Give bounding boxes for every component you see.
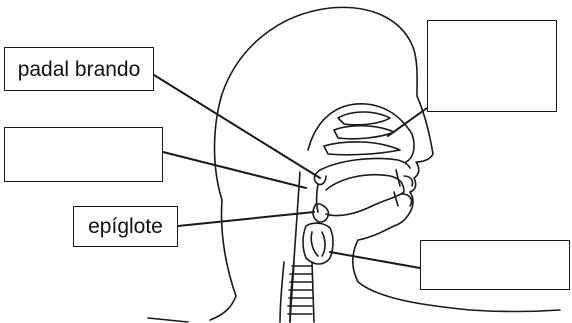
epiglottis — [313, 204, 329, 222]
neck-outline — [210, 296, 236, 320]
label-box-soft-palate: padal brando — [4, 47, 154, 91]
lower-lip — [402, 194, 412, 206]
leader-line-bottom-right — [330, 252, 420, 268]
larynx — [303, 223, 333, 264]
label-box-epiglottis: epíglote — [73, 206, 178, 247]
leader-line-left-middle — [163, 152, 306, 188]
leader-line-epiglottis — [178, 212, 314, 226]
tongue — [326, 175, 404, 216]
larynx-inner — [311, 232, 325, 256]
nasal-concha-lower — [324, 142, 400, 155]
teeth — [394, 170, 400, 206]
nasal-concha-upper — [338, 112, 390, 125]
upper-lip — [404, 176, 413, 186]
leader-line-soft-palate — [154, 75, 320, 178]
label-soft-palate: padal brando — [18, 59, 141, 80]
leader-line-top-right — [388, 108, 427, 136]
pharynx-front-wall — [317, 184, 319, 212]
nasal-concha-middle — [334, 126, 394, 139]
trachea-walls — [290, 262, 314, 322]
esophagus — [280, 262, 284, 322]
collar-line — [148, 318, 188, 322]
label-box-left-middle — [4, 127, 163, 182]
label-epiglottis: epíglote — [88, 216, 163, 237]
hard-palate — [320, 158, 410, 170]
label-box-top-right — [427, 20, 557, 112]
label-box-bottom-right — [420, 240, 570, 290]
